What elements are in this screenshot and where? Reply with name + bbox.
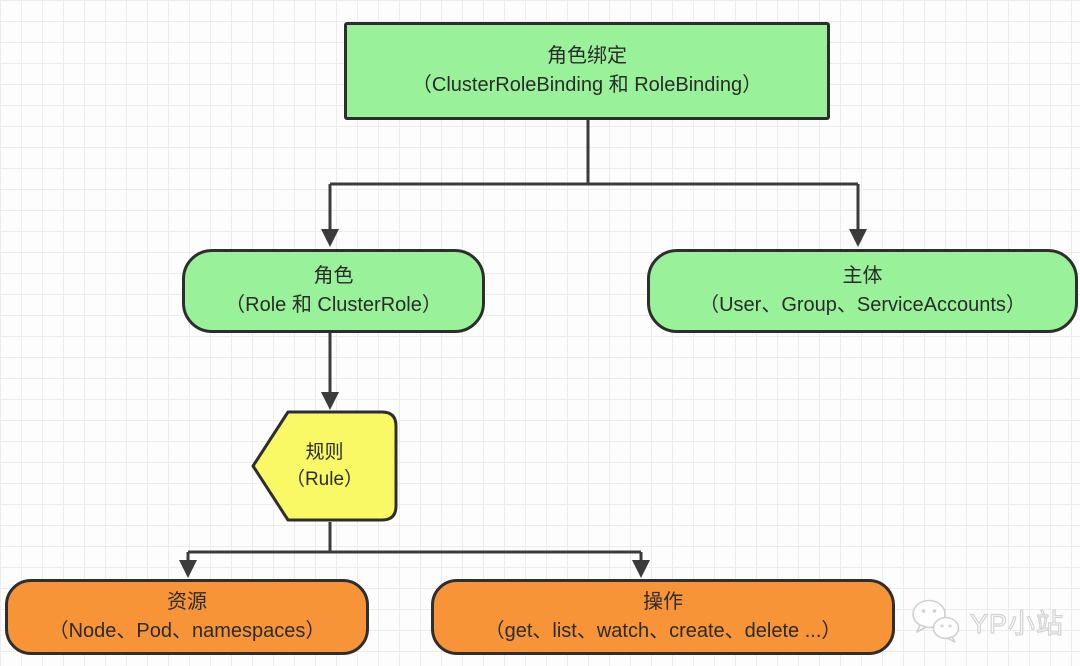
- node-rule: 规则 （Rule）: [250, 408, 399, 524]
- node-title: 角色: [313, 265, 354, 287]
- node-subtitle: （Node、Pod、namespaces）: [48, 620, 326, 642]
- node-subtitle: （get、list、watch、create、delete ...）: [484, 620, 842, 642]
- node-title: 角色绑定: [547, 45, 627, 67]
- watermark: YP小站: [910, 598, 1064, 644]
- node-action: 操作 （get、list、watch、create、delete ...）: [431, 579, 895, 655]
- edge-role-rule-arrowhead: [321, 392, 339, 410]
- node-title: 操作: [643, 591, 683, 613]
- node-title: 资源: [167, 591, 207, 613]
- edge-rule-resource-arrowhead: [179, 560, 197, 578]
- node-subtitle: （User、Group、ServiceAccounts）: [699, 294, 1026, 316]
- wechat-icon: [912, 599, 960, 643]
- edge-rolebinding-subject-arrowhead: [849, 229, 867, 247]
- node-subtitle: （Rule）: [285, 469, 364, 490]
- node-role-binding: 角色绑定 （ClusterRoleBinding 和 RoleBinding）: [344, 22, 830, 120]
- node-title: 主体: [842, 265, 883, 287]
- node-subtitle: （ClusterRoleBinding 和 RoleBinding）: [411, 74, 763, 96]
- node-title: 规则: [305, 442, 344, 463]
- node-subtitle: （Role 和 ClusterRole）: [225, 294, 442, 316]
- node-subject: 主体 （User、Group、ServiceAccounts）: [647, 249, 1078, 333]
- edge-rule-action-arrowhead: [632, 560, 650, 578]
- node-resource: 资源 （Node、Pod、namespaces）: [5, 579, 369, 655]
- node-rule-shape: [251, 410, 398, 522]
- edge-rolebinding-role-arrowhead: [321, 229, 339, 247]
- node-role: 角色 （Role 和 ClusterRole）: [182, 249, 485, 333]
- watermark-label: YP小站: [969, 608, 1064, 639]
